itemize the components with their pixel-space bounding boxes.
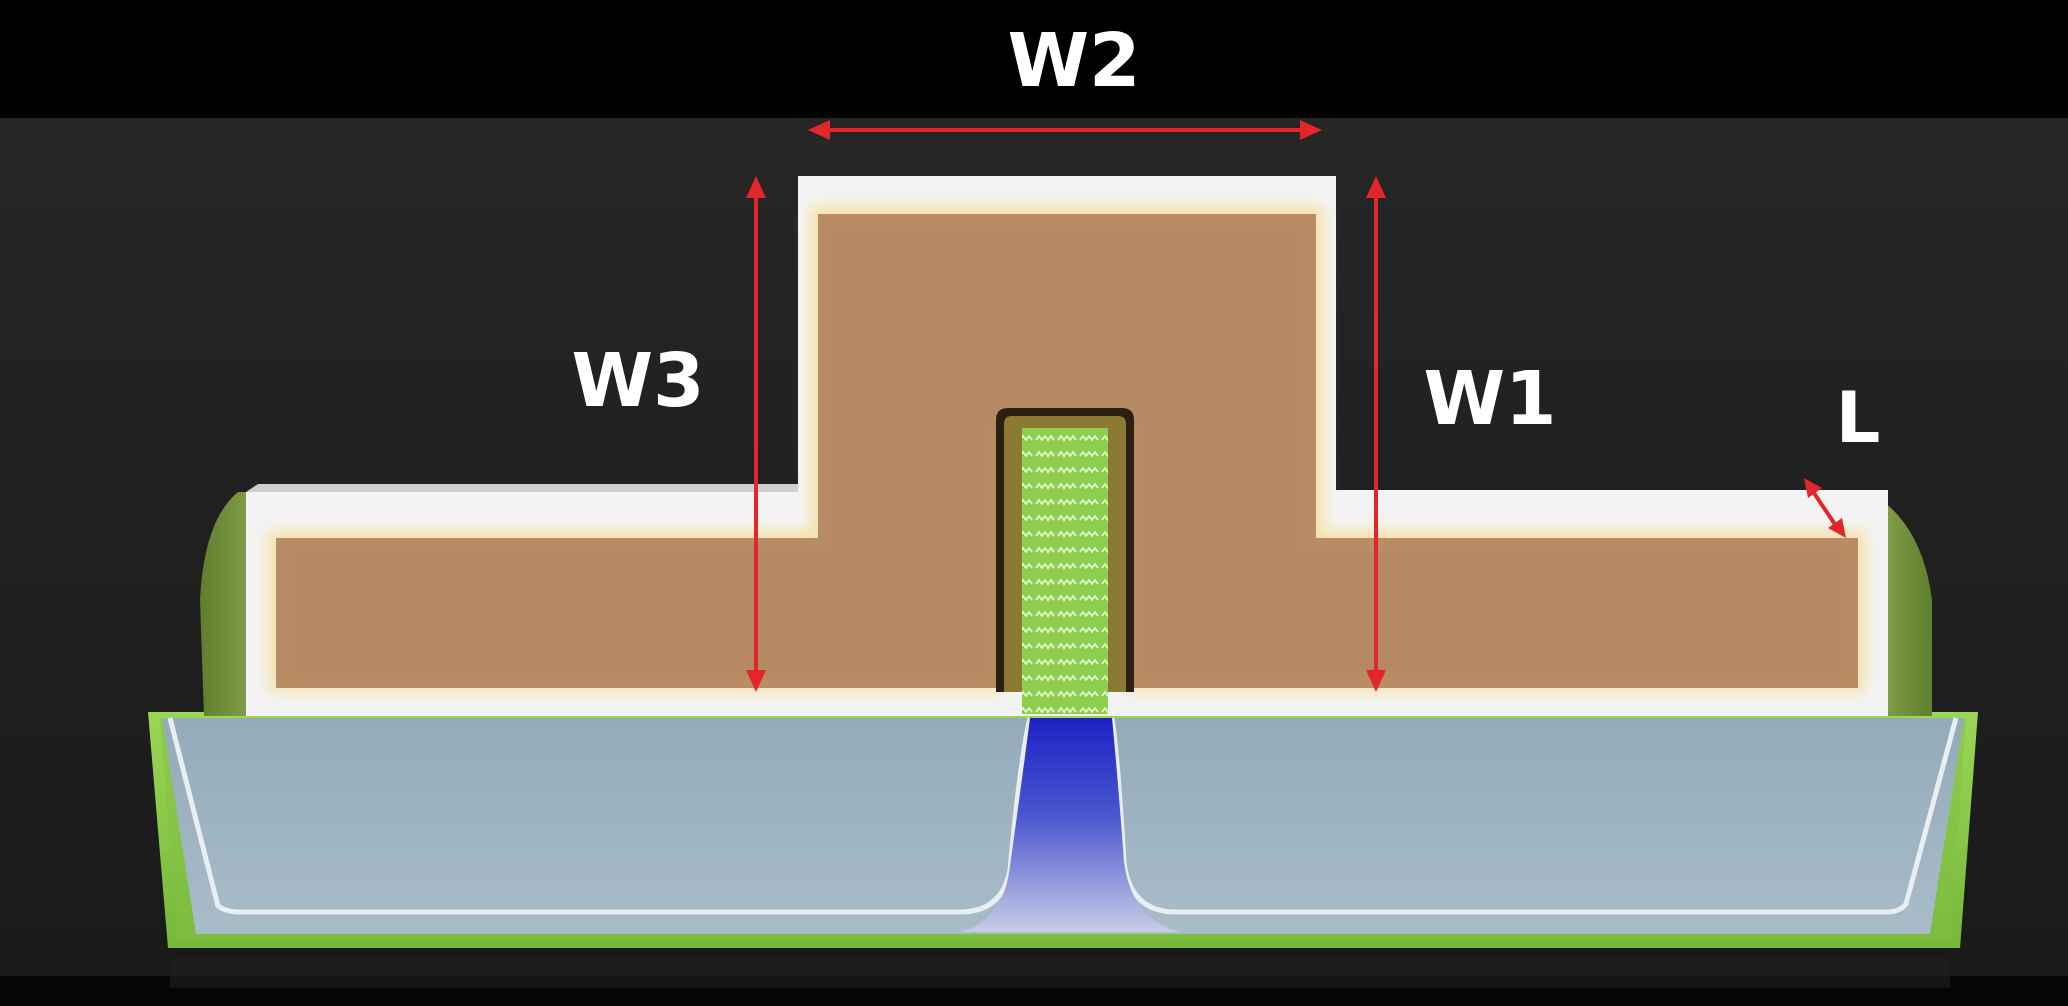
silicon-fin [1022,428,1108,714]
w1-label: W1 [1423,356,1556,442]
l-label: L [1836,377,1881,459]
w2-arrow-head-right [1300,120,1322,140]
background-top-band [0,0,2068,118]
floor-reflection [170,958,1950,988]
well-outline [167,717,1033,915]
gate-electrode-shade [290,226,1846,676]
dimension-arrows [746,120,1846,692]
l-arrow-line [1810,488,1838,528]
l-arrow-head-bottom [1828,518,1846,538]
w2-arrow-head-left [808,120,830,140]
w3-arrow-head-bottom [746,670,766,692]
w3-arrow-head-top [746,176,766,198]
w1-arrow-head-bottom [1366,670,1386,692]
w1-arrow-head-top [1366,176,1386,198]
channel-region [960,718,1180,932]
w2-label: W2 [1007,18,1140,104]
well-outline-right [1109,717,1959,915]
l-arrow-head-top [1804,478,1822,498]
w3-label: W3 [571,338,704,424]
gate-cap-shade [246,484,798,492]
